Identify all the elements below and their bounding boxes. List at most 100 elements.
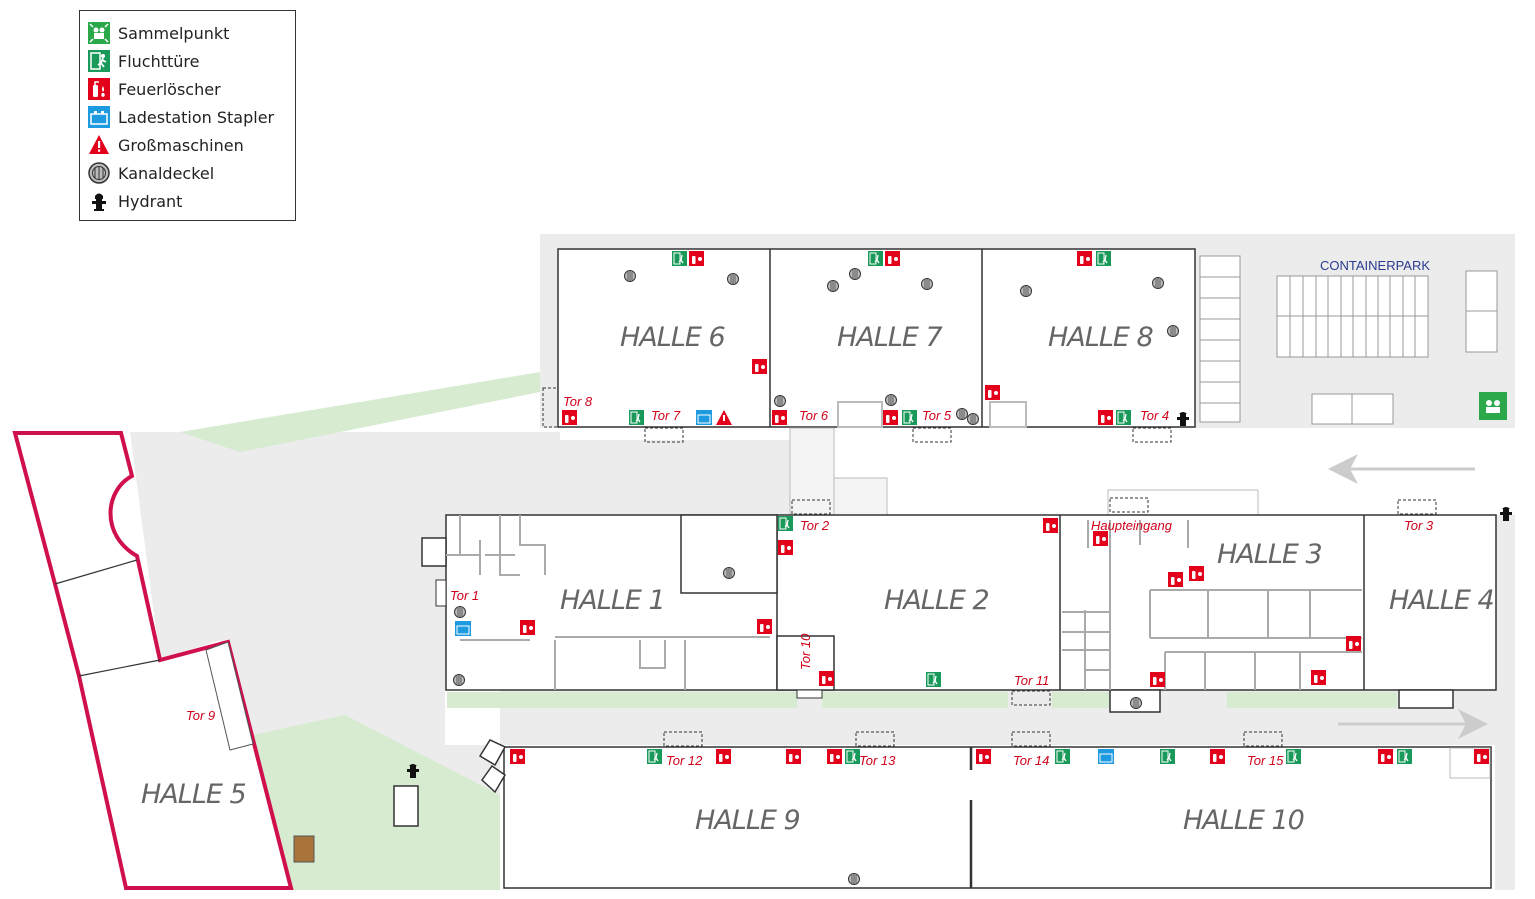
manhole-cover-icon (1152, 277, 1164, 289)
gate-haupteingang: Haupteingang (1091, 518, 1172, 533)
manhole-cover-icon (956, 408, 968, 420)
legend-item-fluchttuere: Fluchttüre (88, 47, 295, 75)
manhole-covers (453, 252, 1179, 885)
fire-extinguisher-icon (1210, 749, 1225, 764)
legend-item-sammelpunkt: Sammelpunkt (88, 19, 295, 47)
fire-extinguisher-icon (716, 749, 731, 764)
emergency-exit-icon (88, 50, 110, 72)
manhole-cover-icon (1167, 325, 1179, 337)
fire-extinguisher-icon (1043, 518, 1058, 533)
fire-extinguisher-icon (772, 410, 787, 425)
gate-tor-8: Tor 8 (563, 394, 593, 409)
gate-tor-13: Tor 13 (859, 753, 896, 768)
halle-2-label: HALLE 2 (884, 585, 990, 616)
connector (789, 427, 1437, 517)
emergency-exit-icon (672, 251, 687, 266)
assembly-point-icon (88, 22, 110, 44)
manhole-cover-icon (885, 394, 897, 406)
map-legend: Sammelpunkt Fluchttüre Feuerlöscher Lade… (79, 10, 296, 221)
gate-tor-9: Tor 9 (186, 708, 216, 723)
emergency-exit-icon (845, 749, 860, 764)
manhole-cover-icon (624, 270, 636, 282)
fire-extinguisher-icon (778, 540, 793, 555)
fire-extinguisher-icon (827, 749, 842, 764)
gate-tor-5: Tor 5 (922, 408, 952, 423)
hydrant-icon (1500, 507, 1512, 521)
gate-tor-12: Tor 12 (666, 753, 703, 768)
manhole-cover-icon (967, 413, 979, 425)
emergency-exit-icon (902, 410, 917, 425)
halle-9-label: HALLE 9 (695, 805, 801, 836)
gate-tor-10: Tor 10 (798, 633, 813, 670)
containerpark-label: CONTAINERPARK (1320, 258, 1431, 273)
gate-tor-15: Tor 15 (1247, 753, 1284, 768)
forklift-charging-icon (88, 106, 110, 128)
fire-extinguisher-icon (689, 251, 704, 266)
halle-1-label: HALLE 1 (560, 585, 666, 616)
manhole-cover-icon (849, 268, 861, 280)
gate-tor-6: Tor 6 (799, 408, 829, 423)
building-middle (421, 514, 1497, 713)
emergency-exit-icon (1397, 749, 1412, 764)
forklift-charging-icon (455, 621, 471, 636)
gate-tor-11: Tor 11 (1014, 673, 1050, 688)
emergency-exit-icon (926, 672, 941, 687)
legend-item-feuerloescher: Feuerlöscher (88, 75, 295, 103)
building-bottom (393, 731, 1492, 889)
legend-label: Hydrant (118, 191, 183, 211)
interior-walls (446, 515, 1362, 690)
forklift-charging-icon (1098, 749, 1114, 764)
emergency-exit-icon (868, 251, 883, 266)
fire-extinguisher-icon (883, 410, 898, 425)
emergency-exit-icon (1286, 749, 1301, 764)
legend-label: Ladestation Stapler (118, 107, 275, 127)
assembly-point-icon (1479, 392, 1507, 420)
hydrant-icon (88, 190, 110, 212)
fire-extinguisher-icon (1098, 410, 1113, 425)
legend-label: Feuerlöscher (118, 79, 221, 99)
fire-extinguisher-icon (510, 749, 525, 764)
manhole-cover-icon (453, 674, 465, 686)
fire-extinguisher-icon (520, 620, 535, 635)
halle-5-label: HALLE 5 (141, 779, 247, 810)
gate-tor-3: Tor 3 (1404, 518, 1434, 533)
fire-extinguisher-icon (985, 385, 1000, 400)
fire-extinguisher-icon (885, 251, 900, 266)
containerpark-area (1199, 255, 1498, 425)
safety-symbols (407, 251, 1512, 778)
emergency-exit-icon (647, 749, 662, 764)
forklift-charging-icon (696, 410, 712, 425)
fire-extinguisher-icon (752, 359, 767, 374)
fire-extinguisher-icon (1378, 749, 1393, 764)
manhole-cover-icon (454, 606, 466, 618)
emergency-exit-icon (1160, 749, 1175, 764)
manhole-cover-icon (921, 278, 933, 290)
fire-extinguisher-icon (1077, 251, 1092, 266)
gate-tor-14: Tor 14 (1013, 753, 1050, 768)
gate-tor-7: Tor 7 (651, 408, 681, 423)
legend-label: Großmaschinen (118, 135, 244, 155)
halle-6-label: HALLE 6 (620, 322, 726, 353)
manhole-cover-icon (723, 567, 735, 579)
manhole-cover-icon (727, 273, 739, 285)
halle-7-label: HALLE 7 (837, 322, 943, 353)
legend-item-grossmaschinen: Großmaschinen (88, 131, 295, 159)
fire-extinguisher-icon (88, 78, 110, 100)
manhole-cover-icon (827, 280, 839, 292)
halle-4-label: HALLE 4 (1389, 585, 1495, 616)
legend-item-ladestation: Ladestation Stapler (88, 103, 295, 131)
manhole-cover-icon (1020, 285, 1032, 297)
emergency-exit-icon (1116, 410, 1131, 425)
emergency-exit-icon (1055, 749, 1070, 764)
building-top (542, 248, 1196, 443)
legend-label: Fluchttüre (118, 51, 200, 71)
manhole-cover-icon (848, 873, 860, 885)
fire-extinguisher-icon (1346, 636, 1361, 651)
halle-3-label: HALLE 3 (1217, 539, 1323, 570)
emergency-exit-icon (1096, 251, 1111, 266)
manhole-cover-icon (1130, 697, 1142, 709)
emergency-exit-icon (778, 516, 793, 531)
gate-tor-1: Tor 1 (450, 588, 480, 603)
legend-item-hydrant: Hydrant (88, 187, 295, 215)
legend-label: Kanaldeckel (118, 163, 215, 183)
